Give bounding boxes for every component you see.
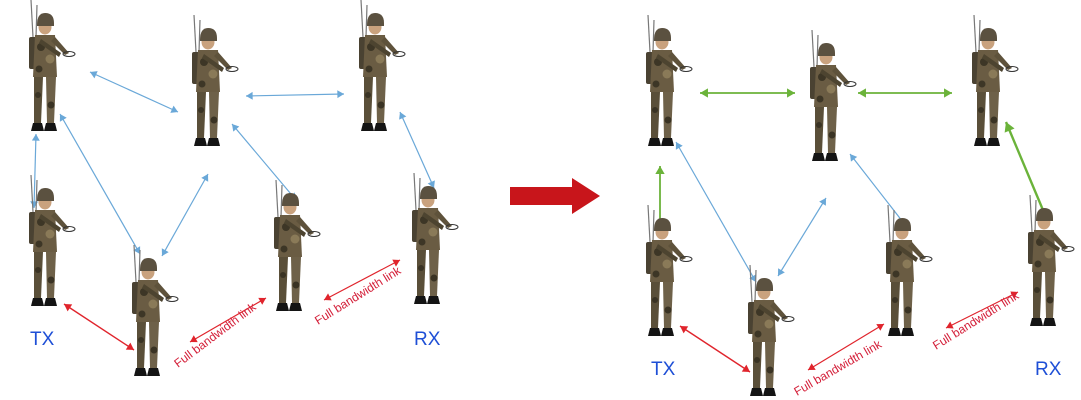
link-line [945, 291, 1019, 329]
link-line [399, 111, 435, 189]
soldier-with-radio-icon [273, 179, 321, 312]
right-rx-label: RX [1035, 359, 1062, 380]
soldier-with-radio-icon [645, 14, 693, 147]
left-link-label-1: Full bandwidth link [171, 299, 259, 370]
soldier-with-radio-icon [358, 0, 406, 132]
link-line [245, 90, 345, 100]
link-line [849, 153, 907, 227]
link-line [807, 323, 885, 371]
link-line [777, 197, 827, 277]
link-line [679, 325, 751, 373]
link-line [858, 88, 952, 98]
soldier-with-radio-icon [28, 0, 76, 132]
link-line [231, 123, 297, 201]
link-line [89, 71, 179, 113]
soldier-with-radio-icon [645, 204, 693, 337]
link-line [323, 259, 401, 301]
link-line [63, 303, 135, 351]
right-arrow-icon [510, 178, 600, 214]
link-line [1004, 121, 1050, 223]
link-line [59, 113, 141, 255]
link-line [189, 297, 267, 343]
link-line [675, 141, 757, 283]
right-link-label-1: Full bandwidth link [792, 337, 885, 399]
soldier-with-radio-icon [131, 244, 179, 377]
left-rx-label: RX [414, 329, 441, 350]
left-tx-label: TX [30, 329, 55, 350]
left-links [30, 71, 435, 351]
soldier-with-radio-icon [191, 14, 239, 147]
right-link-label-2: Full bandwidth link [930, 288, 1022, 353]
left-link-label-2: Full bandwidth link [312, 263, 404, 328]
soldier-with-radio-icon [885, 204, 933, 337]
soldier-with-radio-icon [28, 174, 76, 307]
soldier-with-radio-icon [747, 264, 795, 397]
soldier-with-radio-icon [411, 172, 459, 305]
link-line [700, 88, 795, 98]
soldier-with-radio-icon [1027, 194, 1075, 327]
right-tx-label: TX [651, 359, 676, 380]
soldier-with-radio-icon [809, 29, 857, 162]
link-line [161, 173, 209, 257]
